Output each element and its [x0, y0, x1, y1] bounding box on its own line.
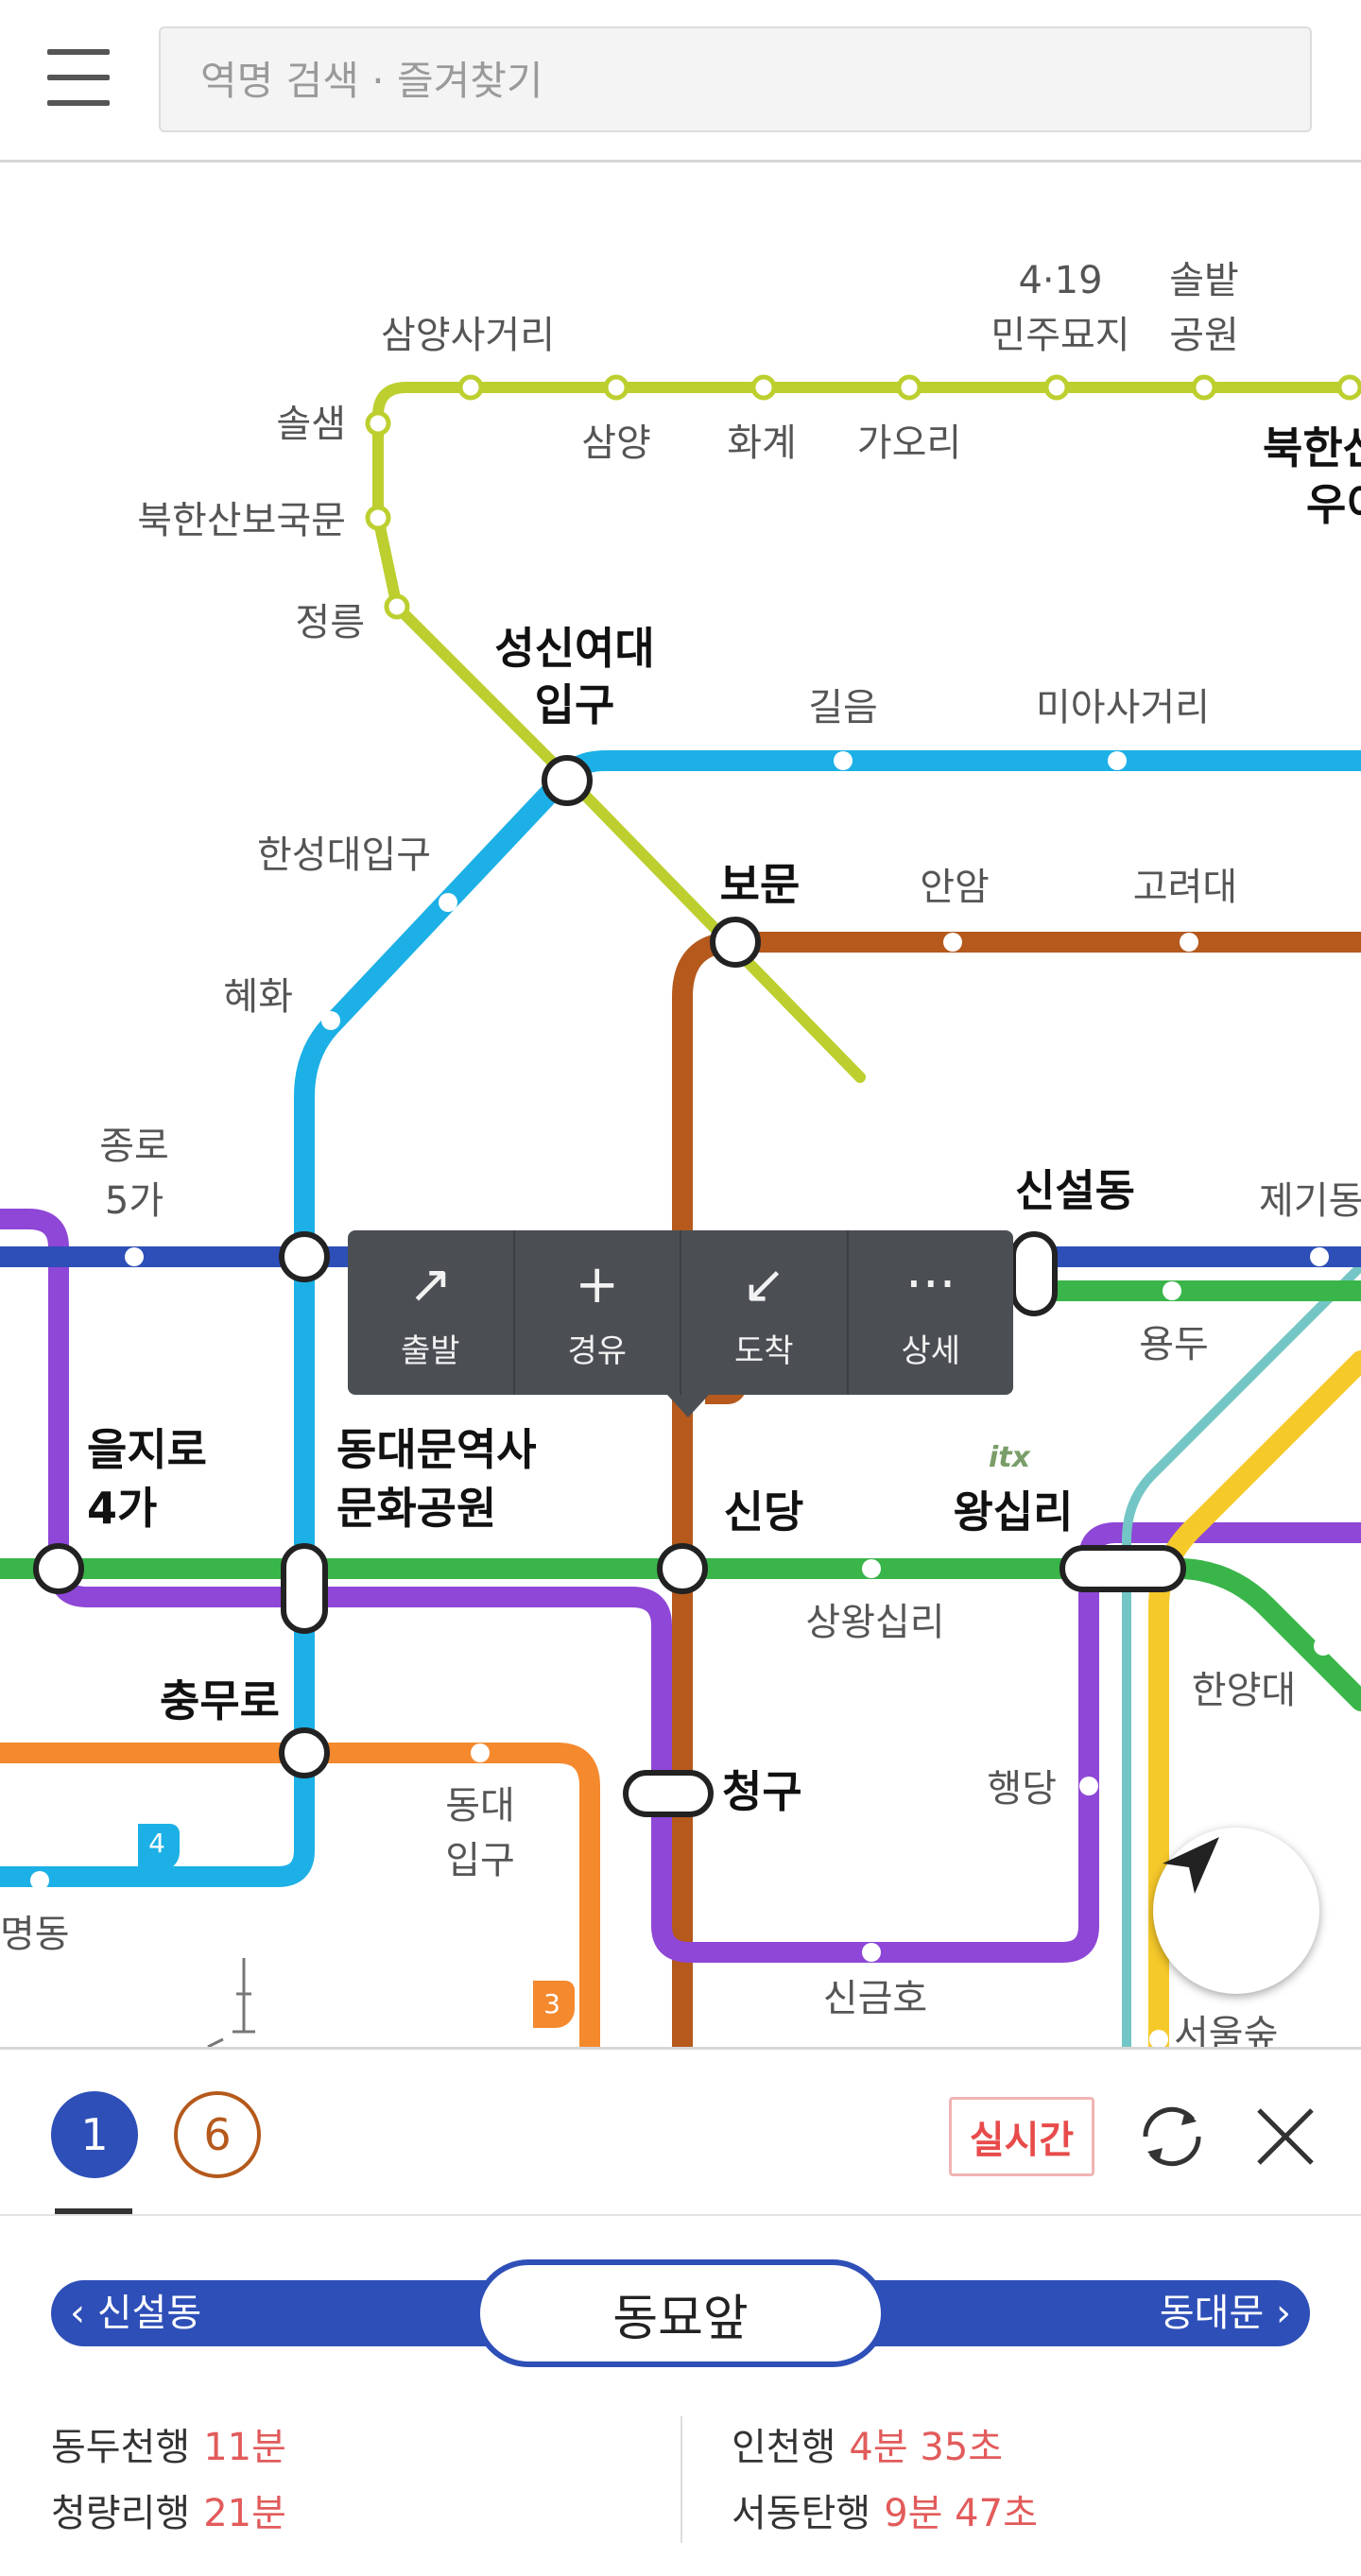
label-samyang[interactable]: 삼양: [581, 421, 651, 465]
label-yongdu[interactable]: 용두: [1139, 1323, 1209, 1366]
refresh-button[interactable]: [1130, 2095, 1214, 2178]
label-sungshin-line2[interactable]: 입구: [535, 679, 615, 730]
depart-arrow-icon: ↗: [407, 1253, 453, 1315]
subway-map[interactable]: 2 6 4 3 itx 삼양사거리 4·19 민주묘지 솔밭 공원 솔샘 북한산…: [0, 163, 1361, 2047]
close-button[interactable]: [1248, 2099, 1323, 2174]
arrival-row: 동두천행 11분: [51, 2416, 286, 2471]
arrival-time: 11분: [203, 2426, 286, 2469]
subway-map-canvas[interactable]: 2 6 4 3 itx 삼양사거리 4·19 민주묘지 솔밭 공원 솔샘 북한산…: [0, 163, 1361, 2047]
label-ddp-line1[interactable]: 동대문역사: [336, 1424, 537, 1475]
label-hansungdae[interactable]: 한성대입구: [257, 833, 431, 877]
label-bukhansan-bogungmun[interactable]: 북한산보국문: [137, 499, 346, 542]
more-dots-icon: ···: [905, 1253, 956, 1315]
label-euljiro4-line2[interactable]: 4가: [87, 1483, 157, 1534]
arrival-time: 21분: [203, 2492, 286, 2535]
realtime-button[interactable]: 실시간: [949, 2097, 1094, 2176]
line-gyeongui: [1122, 1262, 1361, 2047]
label-dongdae-line2[interactable]: 입구: [445, 1839, 515, 1882]
label-hwagye[interactable]: 화계: [727, 421, 797, 465]
active-tab-indicator: [55, 2208, 132, 2214]
line-ui-south: [372, 488, 866, 1083]
label-bomun[interactable]: 보문: [720, 859, 801, 910]
depart-button[interactable]: ↗ 출발: [348, 1230, 515, 1395]
label-korea-univ[interactable]: 고려대: [1133, 866, 1237, 909]
next-station-link[interactable]: 동대문 ›: [1159, 2292, 1291, 2335]
line-3: [0, 1743, 600, 2047]
prev-station-label: 신설동: [96, 2292, 202, 2335]
itx-logo: itx: [989, 1441, 1032, 1474]
label-singeumho[interactable]: 신금호: [823, 1977, 927, 2020]
search-box[interactable]: [159, 26, 1312, 132]
label-euljiro4-line1[interactable]: 을지로: [87, 1424, 207, 1475]
arrival-time: 4분 35초: [849, 2426, 1004, 2469]
line-3-badge: 3: [543, 1988, 560, 2019]
arrival-row: 서동탄행 9분 47초: [732, 2482, 1038, 2537]
label-419-line1[interactable]: 4·19: [1018, 259, 1102, 302]
arrival-divider: [680, 2416, 682, 2543]
label-haengdang[interactable]: 행당: [987, 1767, 1057, 1811]
label-gaori[interactable]: 가오리: [857, 421, 961, 465]
label-seoulsup[interactable]: 서울숲: [1174, 2013, 1278, 2047]
label-solbat-line2[interactable]: 공원: [1169, 314, 1239, 357]
label-sungshin-line1[interactable]: 성신여대: [494, 623, 654, 674]
label-chungmuro[interactable]: 충무로: [160, 1675, 280, 1726]
via-label: 경유: [567, 1331, 628, 1370]
plus-icon: +: [575, 1253, 620, 1315]
label-sangwangsimni[interactable]: 상왕십리: [805, 1601, 944, 1644]
depart-label: 출발: [400, 1331, 460, 1370]
label-miasageori[interactable]: 미아사거리: [1036, 686, 1210, 730]
arrival-destination: 동두천행: [51, 2426, 191, 2469]
label-myeongdong[interactable]: 명동: [0, 1913, 70, 1956]
detail-label: 상세: [901, 1331, 961, 1370]
search-input[interactable]: [198, 28, 1242, 132]
menu-icon[interactable]: [47, 49, 110, 106]
label-hyehwa[interactable]: 혜화: [223, 975, 293, 1019]
station-info-panel: 1 6 실시간 ‹ 신설동 동대문 › 동묘앞 동두천행 11분 청량리행 21분: [0, 2047, 1361, 2576]
label-wangsimni[interactable]: 왕십리: [954, 1486, 1074, 1537]
line-tabs: 1 6 실시간: [0, 2050, 1361, 2216]
refresh-icon: [1143, 2106, 1201, 2167]
label-solsaem[interactable]: 솔샘: [276, 403, 346, 446]
arrival-destination: 서동탄행: [732, 2492, 871, 2535]
arrival-row: 청량리행 21분: [51, 2482, 286, 2537]
label-jongno5-line1[interactable]: 종로: [99, 1125, 169, 1168]
next-station-label: 동대문: [1159, 2292, 1265, 2335]
tab-line-6[interactable]: 6: [174, 2091, 261, 2178]
arrive-button[interactable]: ↙ 도착: [681, 1230, 849, 1395]
current-station-name: 동묘앞: [474, 2259, 887, 2367]
label-cheonggu[interactable]: 청구: [722, 1766, 802, 1817]
tab-line-1[interactable]: 1: [51, 2091, 138, 2178]
top-bar: [0, 0, 1361, 163]
close-icon: [1257, 2108, 1314, 2165]
label-gireum[interactable]: 길음: [808, 686, 878, 730]
navigation-arrow-icon: [1163, 1837, 1219, 1894]
label-sindang[interactable]: 신당: [724, 1486, 804, 1537]
arrival-row: 인천행 4분 35초: [732, 2416, 1003, 2471]
locate-me-button[interactable]: [1153, 1828, 1319, 1994]
arrival-time: 9분 47초: [884, 2492, 1038, 2535]
prev-station-link[interactable]: ‹ 신설동: [70, 2292, 202, 2335]
label-sinseoldong[interactable]: 신설동: [1015, 1165, 1135, 1216]
arrive-label: 도착: [733, 1331, 794, 1370]
label-solbat-line1[interactable]: 솔밭: [1169, 259, 1239, 302]
label-bukhan-ui-line1[interactable]: 북한산: [1263, 422, 1361, 473]
label-jongno5-line2[interactable]: 5가: [105, 1179, 164, 1223]
label-jegidong[interactable]: 제기동: [1259, 1179, 1361, 1223]
label-hanyang[interactable]: 한양대: [1192, 1669, 1296, 1712]
via-button[interactable]: + 경유: [515, 1230, 681, 1395]
station-action-popup: ↗ 출발 + 경유 ↙ 도착 ··· 상세: [348, 1230, 1014, 1417]
detail-button[interactable]: ··· 상세: [849, 1230, 1014, 1395]
label-anam[interactable]: 안암: [920, 866, 990, 909]
arrival-destination: 청량리행: [51, 2492, 191, 2535]
line-4-badge: 4: [148, 1828, 165, 1859]
arrive-arrow-icon: ↙: [741, 1253, 786, 1315]
label-samyang-sageori[interactable]: 삼양사거리: [381, 314, 555, 357]
arrival-destination: 인천행: [732, 2426, 836, 2469]
label-jeongneung[interactable]: 정릉: [295, 601, 365, 644]
label-dongdae-line1[interactable]: 동대: [445, 1784, 515, 1828]
namsan-tower-icon: [207, 1958, 255, 2047]
label-ddp-line2[interactable]: 문화공원: [336, 1483, 496, 1534]
label-419-line2[interactable]: 민주묘지: [991, 314, 1129, 357]
label-bukhan-ui-line2[interactable]: 우이: [1306, 479, 1361, 530]
